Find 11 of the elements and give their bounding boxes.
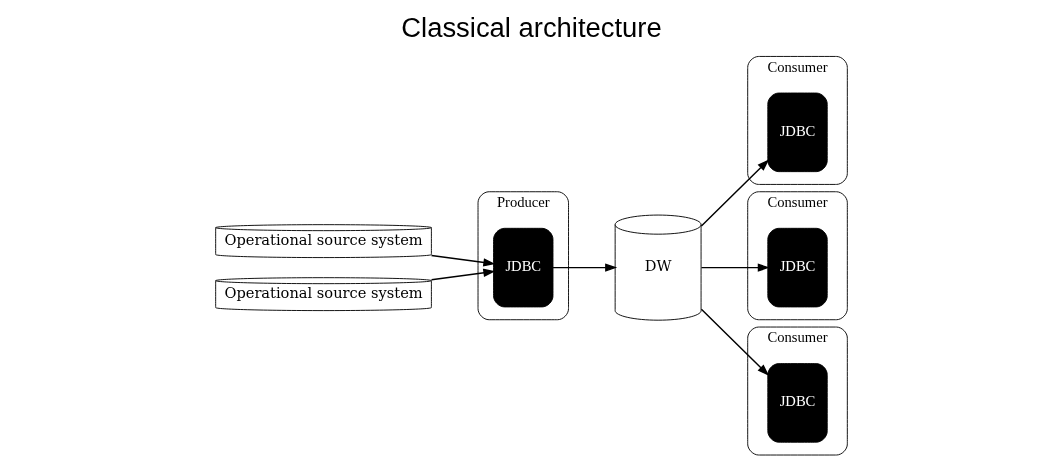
arrow: [700, 159, 770, 227]
node-box: JDBC: [767, 92, 828, 173]
arrow: [700, 308, 770, 376]
arrow: [430, 268, 496, 281]
node-box: JDBC: [767, 363, 828, 443]
arrow: [430, 254, 496, 267]
node-box: JDBC: [493, 227, 554, 308]
diagram-title: Classical architecture: [401, 12, 662, 44]
arrow: [552, 263, 618, 272]
node-box: JDBC: [767, 227, 828, 308]
arrow: [700, 263, 770, 272]
